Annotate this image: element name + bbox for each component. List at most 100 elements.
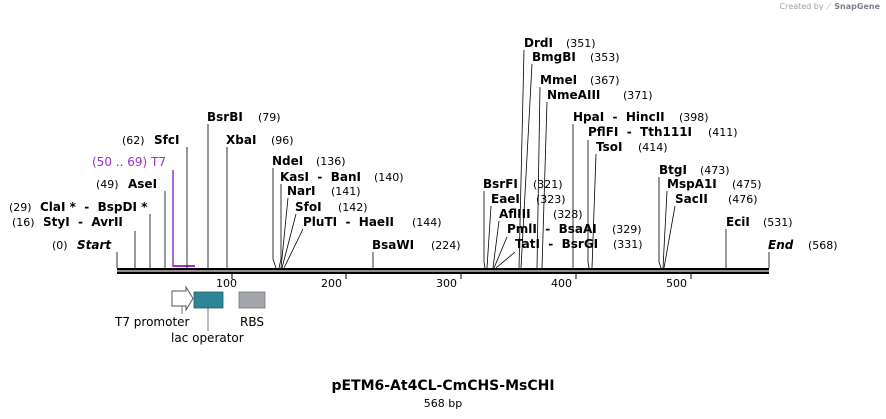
site-styi-pos: (16)	[12, 216, 35, 229]
site-sfci-name: SfcI	[154, 133, 179, 147]
rbs-box	[238, 291, 266, 309]
site-asei-name: AseI	[128, 177, 157, 191]
site-mspa1i-name: MspA1I	[667, 177, 717, 191]
primer-name: T7	[150, 155, 166, 169]
line-bsrfi	[483, 191, 486, 269]
site-bsrfi-name: BsrFI	[483, 177, 518, 191]
site-bsawi-name: BsaWI	[372, 238, 414, 252]
primer-range: (50 .. 69)	[92, 155, 147, 169]
site-tati-name: TatI - BsrGI	[515, 237, 598, 251]
ruler-labels: 100 200 300 400 500	[216, 277, 687, 290]
line-mmei	[536, 86, 541, 269]
site-drdi-name: DrdI	[524, 36, 553, 50]
site-pflfi-name: PflFI - Tth111I	[588, 125, 692, 139]
site-start-pos: (0)	[52, 239, 68, 252]
site-mmei-name: MmeI	[540, 73, 577, 87]
backbone	[117, 268, 769, 274]
tick-label-500: 500	[666, 277, 687, 290]
site-sfci-pos: (62)	[122, 134, 145, 147]
t7-promoter-arrow-icon	[171, 285, 194, 312]
snapgene-logo-icon: ⟋	[826, 2, 832, 11]
line-afliii	[492, 220, 500, 269]
tick-label-100: 100	[216, 277, 237, 290]
line-sfoi	[281, 213, 297, 269]
site-tsoi-pos: (414)	[638, 141, 668, 154]
site-labels: (0) Start (16) StyI - AvrII (29) ClaI * …	[9, 36, 838, 252]
plasmid-length: 568 bp	[423, 397, 463, 410]
site-pluti-pos: (144)	[412, 216, 442, 229]
site-end-name: End	[768, 238, 794, 252]
feature-t7-promoter-label: T7 promoter	[114, 315, 190, 329]
features: T7 promoter lac operator RBS	[114, 285, 266, 345]
feature-lac-operator-label: lac operator	[171, 331, 244, 345]
backbone-strand-gap	[117, 270, 769, 272]
tick-label-400: 400	[551, 277, 572, 290]
site-mmei-pos: (367)	[590, 74, 620, 87]
site-pmli-name: PmlI - BsaAI	[507, 222, 597, 236]
plasmid-title: pETM6-At4CL-CmCHS-MsCHI	[331, 378, 555, 394]
site-bsrfi-pos: (321)	[533, 178, 563, 191]
site-ecii-pos: (531)	[763, 216, 793, 229]
line-kasi	[278, 184, 282, 269]
site-ndei-name: NdeI	[272, 154, 303, 168]
site-ndei-pos: (136)	[316, 155, 346, 168]
site-btgi-pos: (473)	[700, 164, 730, 177]
site-xbai-name: XbaI	[226, 133, 256, 147]
site-nari-name: NarI	[287, 184, 316, 198]
site-drdi-pos: (351)	[566, 37, 596, 50]
site-pluti-name: PluTI - HaeII	[303, 215, 394, 229]
site-lines	[116, 49, 770, 269]
site-styi-name: StyI - AvrII	[43, 215, 123, 229]
site-sfoi-name: SfoI	[295, 200, 322, 214]
site-afliii-pos: (328)	[553, 208, 583, 221]
site-tsoi-name: TsoI	[596, 140, 622, 154]
site-kasi-pos: (140)	[374, 171, 404, 184]
site-bmgbi-name: BmgBI	[532, 50, 576, 64]
site-kasi-name: KasI - BanI	[280, 170, 361, 184]
tick-label-300: 300	[436, 277, 457, 290]
site-bsrbi-pos: (79)	[258, 111, 281, 124]
site-eaei-pos: (323)	[536, 193, 566, 206]
site-bsrbi-name: BsrBI	[207, 110, 243, 124]
line-bmgbi	[520, 63, 533, 269]
line-tati	[495, 251, 516, 269]
site-nmeaiii-name: NmeAIII	[547, 88, 600, 102]
site-sacii-name: SacII	[675, 192, 708, 206]
feature-rbs-label: RBS	[240, 315, 264, 329]
site-afliii-name: AflIII	[499, 207, 531, 221]
site-hpai-pos: (398)	[679, 111, 709, 124]
site-xbai-pos: (96)	[271, 134, 294, 147]
site-pflfi-pos: (411)	[708, 126, 738, 139]
line-nmeaiii	[541, 101, 548, 269]
site-ecii-name: EciI	[726, 215, 750, 229]
site-bsawi-pos: (224)	[431, 239, 461, 252]
line-mspa1i	[662, 190, 668, 269]
credit-brand: SnapGene	[834, 2, 880, 11]
line-tsoi	[591, 153, 597, 269]
snapgene-credit: Created by ⟋ SnapGene	[780, 2, 880, 12]
line-btgi	[658, 177, 662, 269]
site-pmli-pos: (329)	[612, 223, 642, 236]
site-asei-pos: (49)	[96, 178, 119, 191]
tick-label-200: 200	[321, 277, 342, 290]
site-end-pos: (568)	[808, 239, 838, 252]
line-pmli	[493, 236, 508, 269]
lac-operator-box	[193, 291, 224, 309]
site-tati-pos: (331)	[613, 238, 643, 251]
site-sfoi-pos: (142)	[338, 201, 368, 214]
site-nmeaiii-pos: (371)	[623, 89, 653, 102]
site-hpai-name: HpaI - HincII	[573, 110, 665, 124]
line-pluti	[283, 228, 304, 269]
site-start-name: Start	[77, 238, 112, 252]
site-eaei-name: EaeI	[491, 192, 520, 206]
site-clai-name: ClaI * - BspDI *	[40, 200, 148, 214]
credit-prefix: Created by	[779, 2, 824, 11]
site-mspa1i-pos: (475)	[732, 178, 762, 191]
line-pflfi	[587, 140, 590, 269]
site-sacii-pos: (476)	[728, 193, 758, 206]
line-eaei	[486, 205, 492, 269]
ruler	[231, 274, 692, 279]
site-bmgbi-pos: (353)	[590, 51, 620, 64]
line-drdi	[518, 49, 525, 269]
